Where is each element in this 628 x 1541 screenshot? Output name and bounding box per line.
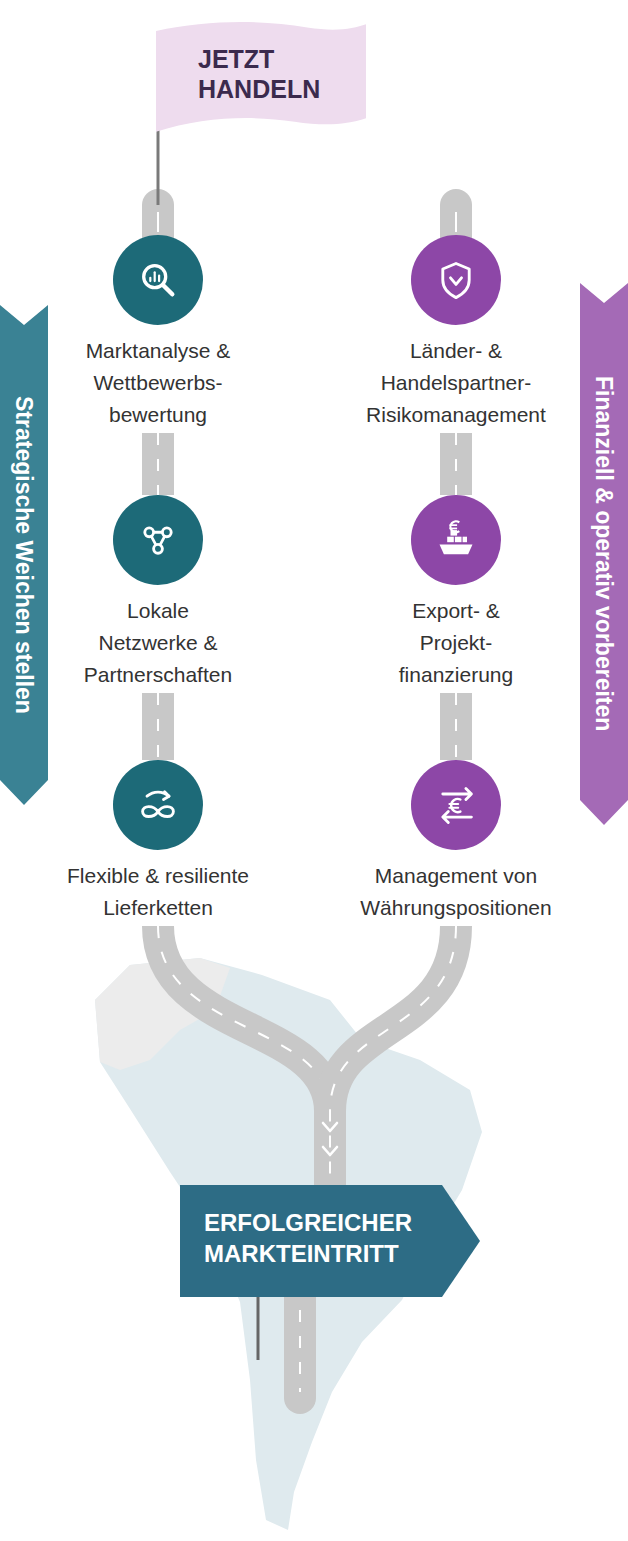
supply-loop-icon bbox=[136, 783, 180, 827]
band-text: Finanziell & operativ vorbereiten bbox=[590, 376, 618, 731]
step-circle bbox=[113, 495, 203, 585]
step-circle bbox=[113, 235, 203, 325]
road-marking bbox=[455, 693, 457, 760]
step-label: Management von Währungspositionen bbox=[340, 860, 572, 924]
step-circle bbox=[411, 760, 501, 850]
road-connector bbox=[323, 926, 456, 1185]
road-marking bbox=[157, 433, 159, 495]
road-connector bbox=[158, 926, 337, 1185]
flag-text: JETZT HANDELN bbox=[198, 44, 320, 104]
step-node: Export- & Projekt- finanzierung bbox=[384, 495, 529, 691]
road-surface bbox=[440, 693, 472, 760]
arrow-chevron bbox=[323, 1147, 337, 1155]
flag-cloth bbox=[156, 22, 366, 132]
step-node: Management von Währungspositionen bbox=[340, 760, 572, 924]
road-dash bbox=[299, 1310, 301, 1392]
band-fill bbox=[580, 283, 628, 825]
network-icon bbox=[136, 518, 180, 562]
step-label: Export- & Projekt- finanzierung bbox=[384, 595, 529, 691]
shield-icon bbox=[434, 258, 478, 302]
step-label: Flexible & resiliente Lieferketten bbox=[38, 860, 278, 924]
step-circle bbox=[411, 235, 501, 325]
step-label: Länder- & Handelspartner- Risikomanageme… bbox=[340, 335, 572, 431]
road-dash bbox=[157, 212, 159, 232]
sign-text: ERFOLGREICHER MARKTEINTRITT bbox=[204, 1207, 412, 1269]
analysis-icon bbox=[136, 258, 180, 302]
goal-sign: ERFOLGREICHER MARKTEINTRITT bbox=[180, 1185, 480, 1297]
band-fill bbox=[0, 305, 48, 805]
step-label: Lokale Netzwerke & Partnerschaften bbox=[81, 595, 236, 691]
step-label: Marktanalyse & Wettbewerbs- bewertung bbox=[48, 335, 268, 431]
sign-fill bbox=[180, 1185, 480, 1297]
finance-band: Finanziell & operativ vorbereiten bbox=[580, 283, 628, 825]
step-node: Marktanalyse & Wettbewerbs- bewertung bbox=[48, 235, 268, 431]
road-connector bbox=[158, 433, 159, 495]
step-node: Flexible & resiliente Lieferketten bbox=[38, 760, 278, 924]
flag-pole bbox=[157, 120, 160, 205]
flag-banner: JETZT HANDELN bbox=[156, 22, 366, 134]
road-surface bbox=[440, 433, 472, 495]
ship-icon bbox=[434, 518, 478, 562]
road-surface bbox=[330, 926, 456, 1185]
step-circle bbox=[113, 760, 203, 850]
road-surface bbox=[142, 433, 174, 495]
road-marking bbox=[158, 926, 330, 1185]
step-node: Länder- & Handelspartner- Risikomanageme… bbox=[340, 235, 572, 431]
currency-icon bbox=[434, 783, 478, 827]
step-circle bbox=[411, 495, 501, 585]
band-text: Strategische Weichen stellen bbox=[10, 396, 38, 714]
road-connector bbox=[456, 433, 457, 495]
road-connector bbox=[158, 693, 159, 760]
strategy-band: Strategische Weichen stellen bbox=[0, 305, 48, 805]
road-dash bbox=[455, 212, 457, 232]
road-marking bbox=[330, 926, 456, 1185]
road-marking bbox=[455, 433, 457, 495]
road-marking bbox=[157, 693, 159, 760]
road-surface bbox=[142, 693, 174, 760]
arrow-chevron bbox=[323, 1123, 337, 1131]
road-surface bbox=[158, 926, 330, 1185]
road-connector bbox=[456, 693, 457, 760]
step-node: Lokale Netzwerke & Partnerschaften bbox=[81, 495, 236, 691]
